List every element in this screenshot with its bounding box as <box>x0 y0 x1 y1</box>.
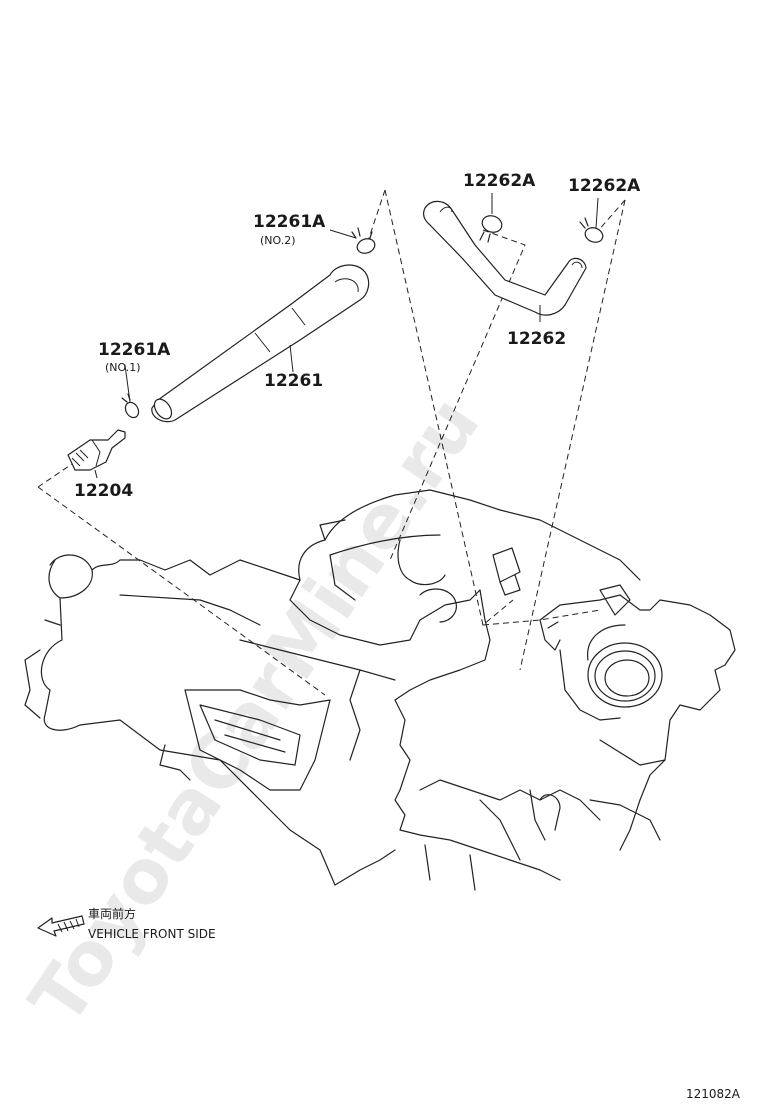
label-12262a-left-number: 12262A <box>463 171 536 191</box>
hose-clamp-12262a-left[interactable] <box>479 213 504 243</box>
label-12261a-no2-sub: (NO.2) <box>260 234 296 247</box>
label-12261a-no1-number: 12261A <box>98 340 171 360</box>
direction-note-japanese: 車両前方 <box>88 906 136 921</box>
label-12262a-right-number: 12262A <box>568 176 641 196</box>
hose-12262[interactable] <box>423 200 587 316</box>
hose-clamp-12261a-no1[interactable] <box>121 393 141 420</box>
engine-assembly <box>24 489 736 891</box>
vehicle-front-arrow-icon <box>37 915 85 937</box>
label-12261-number: 12261 <box>264 371 323 391</box>
hose-clamp-12261a-no2[interactable] <box>351 227 377 256</box>
direction-note-english: VEHICLE FRONT SIDE <box>88 927 216 941</box>
label-12261a-no2-number: 12261A <box>253 212 326 232</box>
label-12204-number: 12204 <box>74 481 133 501</box>
pcv-valve-12204[interactable] <box>67 429 126 471</box>
pcv-hose-12261[interactable] <box>151 264 370 423</box>
label-12261a-no1-sub: (NO.1) <box>105 361 141 374</box>
label-12262-number: 12262 <box>507 329 566 349</box>
hose-clamp-12262a-right[interactable] <box>579 217 605 245</box>
label-leaders <box>94 193 599 479</box>
diagram-code: 121082A <box>686 1087 741 1101</box>
